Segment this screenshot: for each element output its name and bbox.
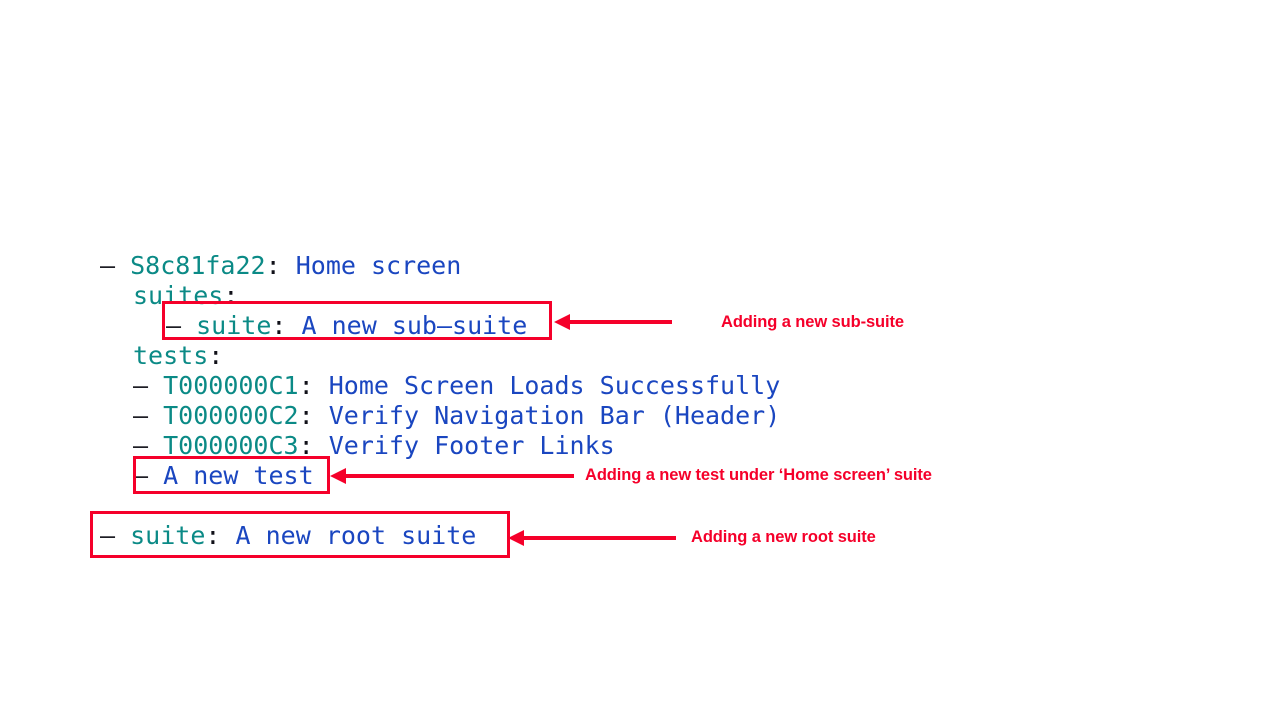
sub-suite-name: A new sub–suite: [301, 311, 528, 340]
colon-separator: :: [298, 431, 314, 460]
root-suite-name: A new root suite: [235, 521, 477, 550]
tree-line-new-root-suite[interactable]: – suite: A new root suite: [100, 521, 476, 551]
tree-line-test[interactable]: – T000000C3: Verify Footer Links: [133, 431, 615, 461]
test-name: Home Screen Loads Successfully: [328, 371, 781, 400]
tests-key: tests: [133, 341, 209, 370]
suite-name: Home screen: [295, 251, 462, 280]
suites-key: suites: [133, 281, 224, 310]
tree-line-test[interactable]: – T000000C2: Verify Navigation Bar (Head…: [133, 401, 780, 431]
bullet-dash-icon: –: [100, 251, 116, 280]
bullet-dash-icon: –: [100, 521, 116, 550]
tree-line-test[interactable]: – T000000C1: Home Screen Loads Successfu…: [133, 371, 780, 401]
tree-line-new-sub-suite[interactable]: – suite: A new sub–suite: [166, 311, 527, 341]
colon-separator: :: [208, 341, 224, 370]
suite-key: suite: [196, 311, 272, 340]
suite-id: S8c81fa22: [130, 251, 266, 280]
bullet-dash-icon: –: [133, 431, 149, 460]
tree-line-suites-label: suites:: [133, 281, 238, 311]
new-test-name: A new test: [163, 461, 314, 490]
colon-separator: :: [223, 281, 239, 310]
tree-line-new-test[interactable]: – A new test: [133, 461, 314, 491]
colon-separator: :: [265, 251, 281, 280]
test-id: T000000C1: [163, 371, 299, 400]
colon-separator: :: [298, 401, 314, 430]
colon-separator: :: [271, 311, 287, 340]
test-id: T000000C3: [163, 431, 299, 460]
suite-key: suite: [130, 521, 206, 550]
tree-line-root-suite[interactable]: – S8c81fa22: Home screen: [100, 251, 461, 281]
bullet-dash-icon: –: [166, 311, 182, 340]
test-id: T000000C2: [163, 401, 299, 430]
colon-separator: :: [205, 521, 221, 550]
bullet-dash-icon: –: [133, 401, 149, 430]
tree-line-tests-label: tests:: [133, 341, 223, 371]
bullet-dash-icon: –: [133, 371, 149, 400]
test-name: Verify Navigation Bar (Header): [328, 401, 781, 430]
test-name: Verify Footer Links: [328, 431, 615, 460]
colon-separator: :: [298, 371, 314, 400]
bullet-dash-icon: –: [133, 461, 149, 490]
